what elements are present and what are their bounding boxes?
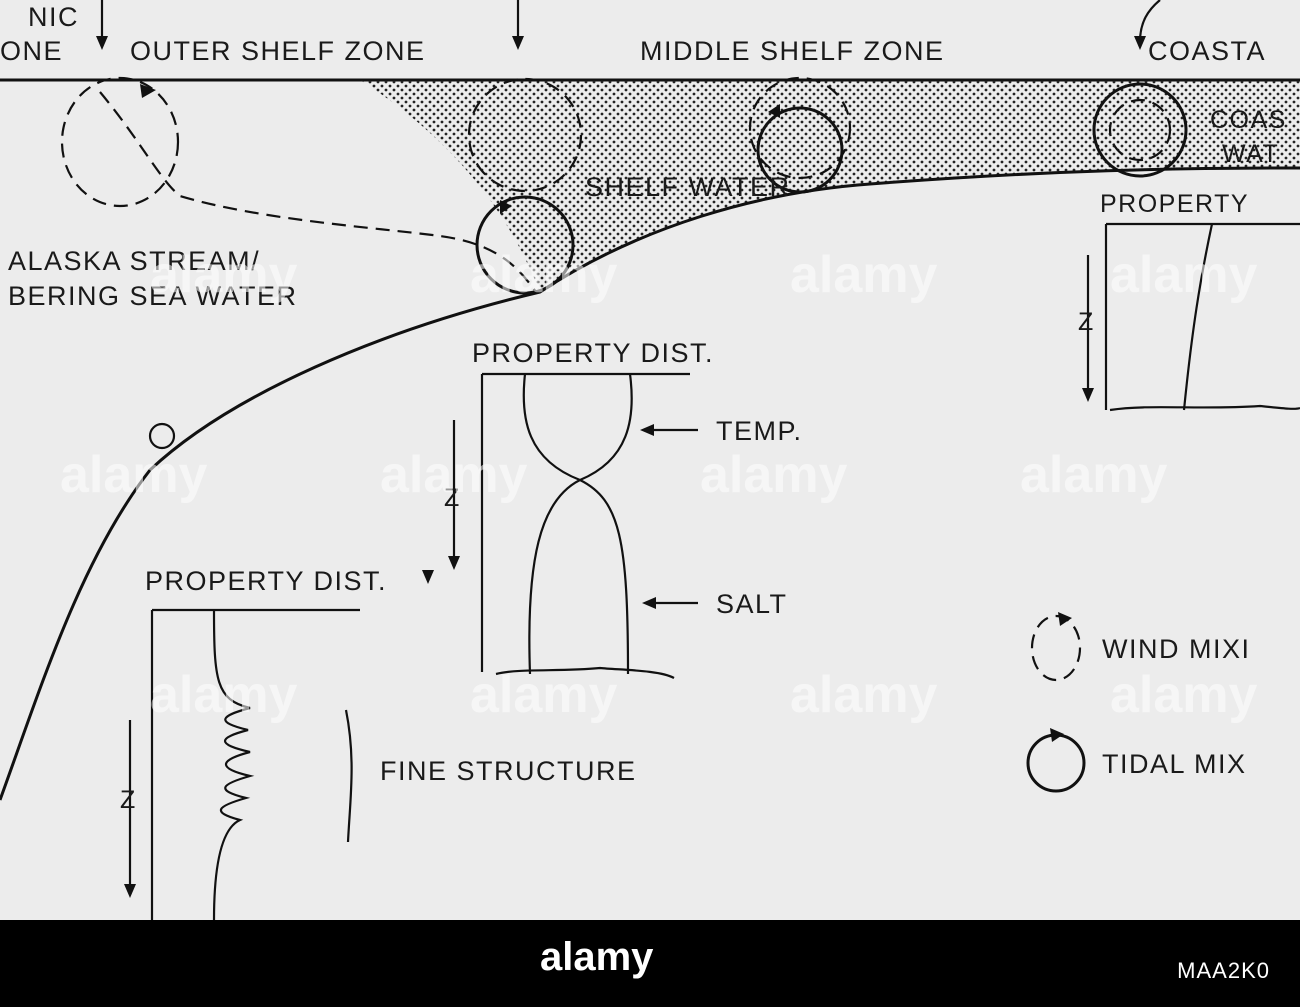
alamy-logo: alamy <box>540 935 654 979</box>
svg-text:WIND MIXI: WIND MIXI <box>1102 634 1251 664</box>
shelf-tidal-mixing-circle <box>475 195 575 295</box>
temp-label: TEMP. <box>716 416 803 446</box>
image-code: MAA2K0 <box>1177 958 1270 983</box>
top-left-label-2: ONE <box>0 36 63 66</box>
middle-wind-mixing-circle <box>748 76 852 180</box>
oceanic-wind-mixing-circle <box>60 76 180 208</box>
svg-text:alamy: alamy <box>1020 446 1168 504</box>
temp-arrow <box>640 424 698 436</box>
alaska-stream-label-1: ALASKA STREAM/ <box>8 246 260 276</box>
alaska-stream-path <box>99 91 537 293</box>
middle-tidal-mixing-circle <box>756 106 844 194</box>
coastal-tidal-mixing-circle <box>1092 82 1188 178</box>
svg-text:Z: Z <box>120 786 137 814</box>
top-left-label-1: NIC <box>28 2 79 32</box>
mid-property-profile <box>480 372 690 679</box>
svg-text:alamy: alamy <box>380 446 528 504</box>
coastal-zone-label: COASTA <box>1148 36 1266 66</box>
right-z-axis: Z <box>1078 255 1095 402</box>
svg-text:alamy: alamy <box>470 246 618 304</box>
zone-boundary-arrows <box>96 0 1161 50</box>
salt-arrow <box>642 597 698 609</box>
left-property-dist-label: PROPERTY DIST. <box>145 566 387 596</box>
diagram-canvas: NIC ONE OUTER SHELF ZONE MIDDLE SHELF ZO… <box>0 0 1300 921</box>
svg-text:alamy: alamy <box>790 666 938 724</box>
outer-shelf-zone-label: OUTER SHELF ZONE <box>130 36 426 66</box>
svg-text:alamy: alamy <box>1110 666 1258 724</box>
slope-eddy <box>148 422 176 450</box>
middle-tidal-arrow <box>768 104 780 118</box>
middle-shelf-zone-label: MIDDLE SHELF ZONE <box>640 36 945 66</box>
shelf-wind-mixing-circle <box>467 77 583 193</box>
shelf-water-stipple <box>360 80 1300 292</box>
watermark-overlay: alamy alamy alamy alamy alamy alamy alam… <box>60 246 1258 724</box>
svg-text:alamy: alamy <box>470 666 618 724</box>
oceanic-circle-arrow <box>140 84 156 98</box>
fine-structure-label: FINE STRUCTURE <box>380 756 637 786</box>
right-property-label: PROPERTY <box>1100 190 1249 218</box>
fine-structure-bracket <box>344 709 353 843</box>
left-dist-arrow <box>422 570 434 584</box>
coastal-wind-mixing-circle <box>1108 98 1172 162</box>
mid-property-dist-label: PROPERTY DIST. <box>472 338 714 368</box>
oceanographic-diagram: NIC ONE OUTER SHELF ZONE MIDDLE SHELF ZO… <box>0 0 1300 921</box>
svg-text:Z: Z <box>444 484 461 512</box>
svg-text:alamy: alamy <box>1110 246 1258 304</box>
left-property-profile <box>150 608 360 921</box>
salt-label: SALT <box>716 589 788 619</box>
left-z-axis: Z <box>120 720 137 898</box>
shelf-water-label: SHELF WATER <box>585 172 791 202</box>
svg-text:alamy: alamy <box>60 446 208 504</box>
mid-z-axis: Z <box>444 420 461 570</box>
legend-tidal-mixing: TIDAL MIX <box>1026 728 1247 793</box>
alaska-stream-label-2: BERING SEA WATER <box>8 281 298 311</box>
coastal-water-label-2: WAT <box>1222 140 1279 168</box>
svg-text:alamy: alamy <box>150 246 298 304</box>
svg-text:TIDAL MIX: TIDAL MIX <box>1102 749 1247 779</box>
legend-wind-mixing: WIND MIXI <box>1030 612 1251 682</box>
svg-text:Z: Z <box>1078 308 1095 336</box>
coastal-water-label-1: COAS <box>1210 106 1287 134</box>
svg-text:alamy: alamy <box>700 446 848 504</box>
right-property-profile <box>1104 222 1300 412</box>
watermark-footer <box>0 920 1300 1007</box>
svg-text:alamy: alamy <box>150 666 298 724</box>
shelf-tidal-arrow <box>500 200 512 214</box>
svg-text:alamy: alamy <box>790 246 938 304</box>
